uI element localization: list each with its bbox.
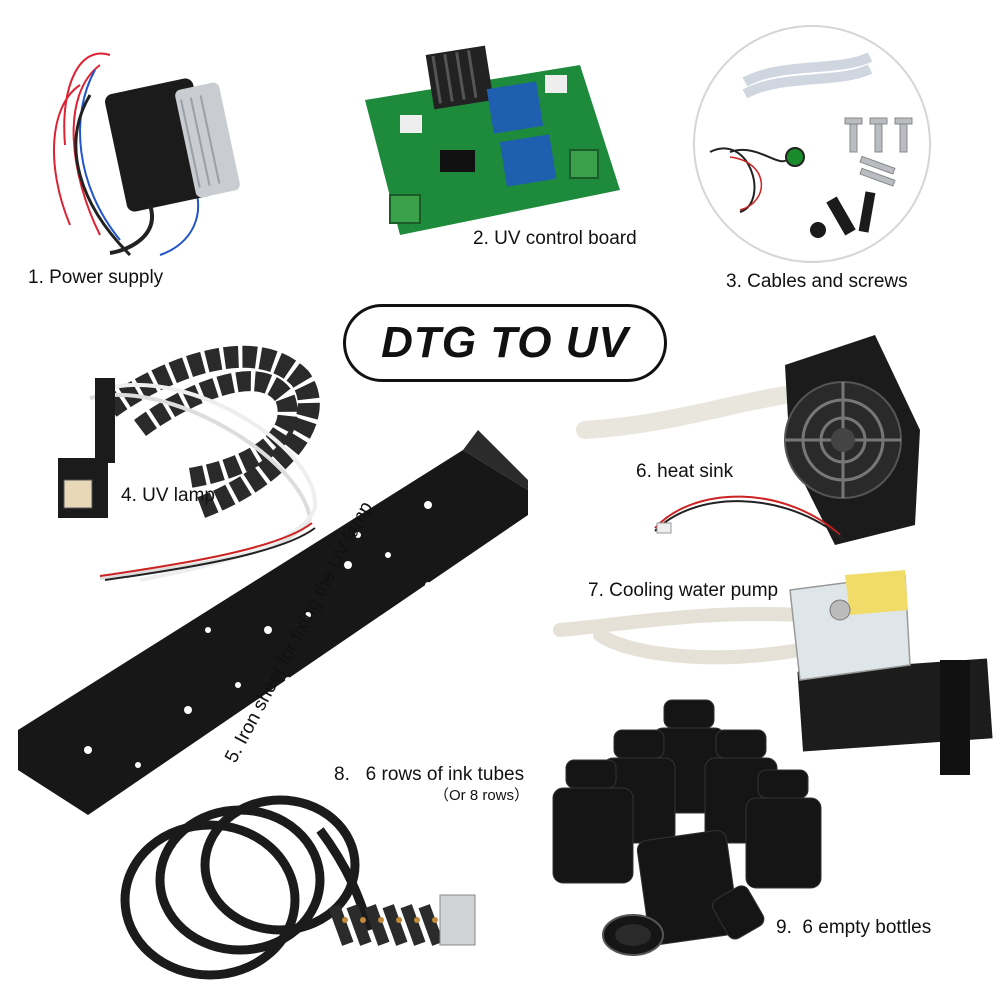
ink-tubes-icon <box>120 795 476 980</box>
bottles-icon <box>552 699 822 956</box>
cables-screws-icon <box>693 25 931 263</box>
control-board-icon <box>365 45 620 235</box>
item-label-heat-sink: 6. heat sink <box>636 461 734 482</box>
power-supply-icon <box>53 52 240 257</box>
item-sublabel-ink-tubes: （Or 8 rows） <box>434 787 530 804</box>
title-badge: DTG TO UV <box>343 304 667 382</box>
heat-sink-icon <box>576 335 920 545</box>
item-label-power-supply: 1. Power supply <box>28 267 164 288</box>
item-label-ink-tubes: 8. 6 rows of ink tubes <box>334 764 525 785</box>
page-title: DTG TO UV <box>381 318 629 367</box>
water-pump-icon <box>553 570 993 775</box>
item-label-cables-screws: 3. Cables and screws <box>726 271 908 292</box>
item-label-uv-lamp: 4. UV lamp <box>121 485 215 506</box>
item-label-bottles: 9. 6 empty bottles <box>776 917 932 938</box>
item-label-control-board: 2. UV control board <box>473 228 637 249</box>
uv-lamp-icon <box>58 345 320 582</box>
item-label-water-pump: 7. Cooling water pump <box>588 580 779 601</box>
iron-sheet-icon <box>18 430 528 815</box>
